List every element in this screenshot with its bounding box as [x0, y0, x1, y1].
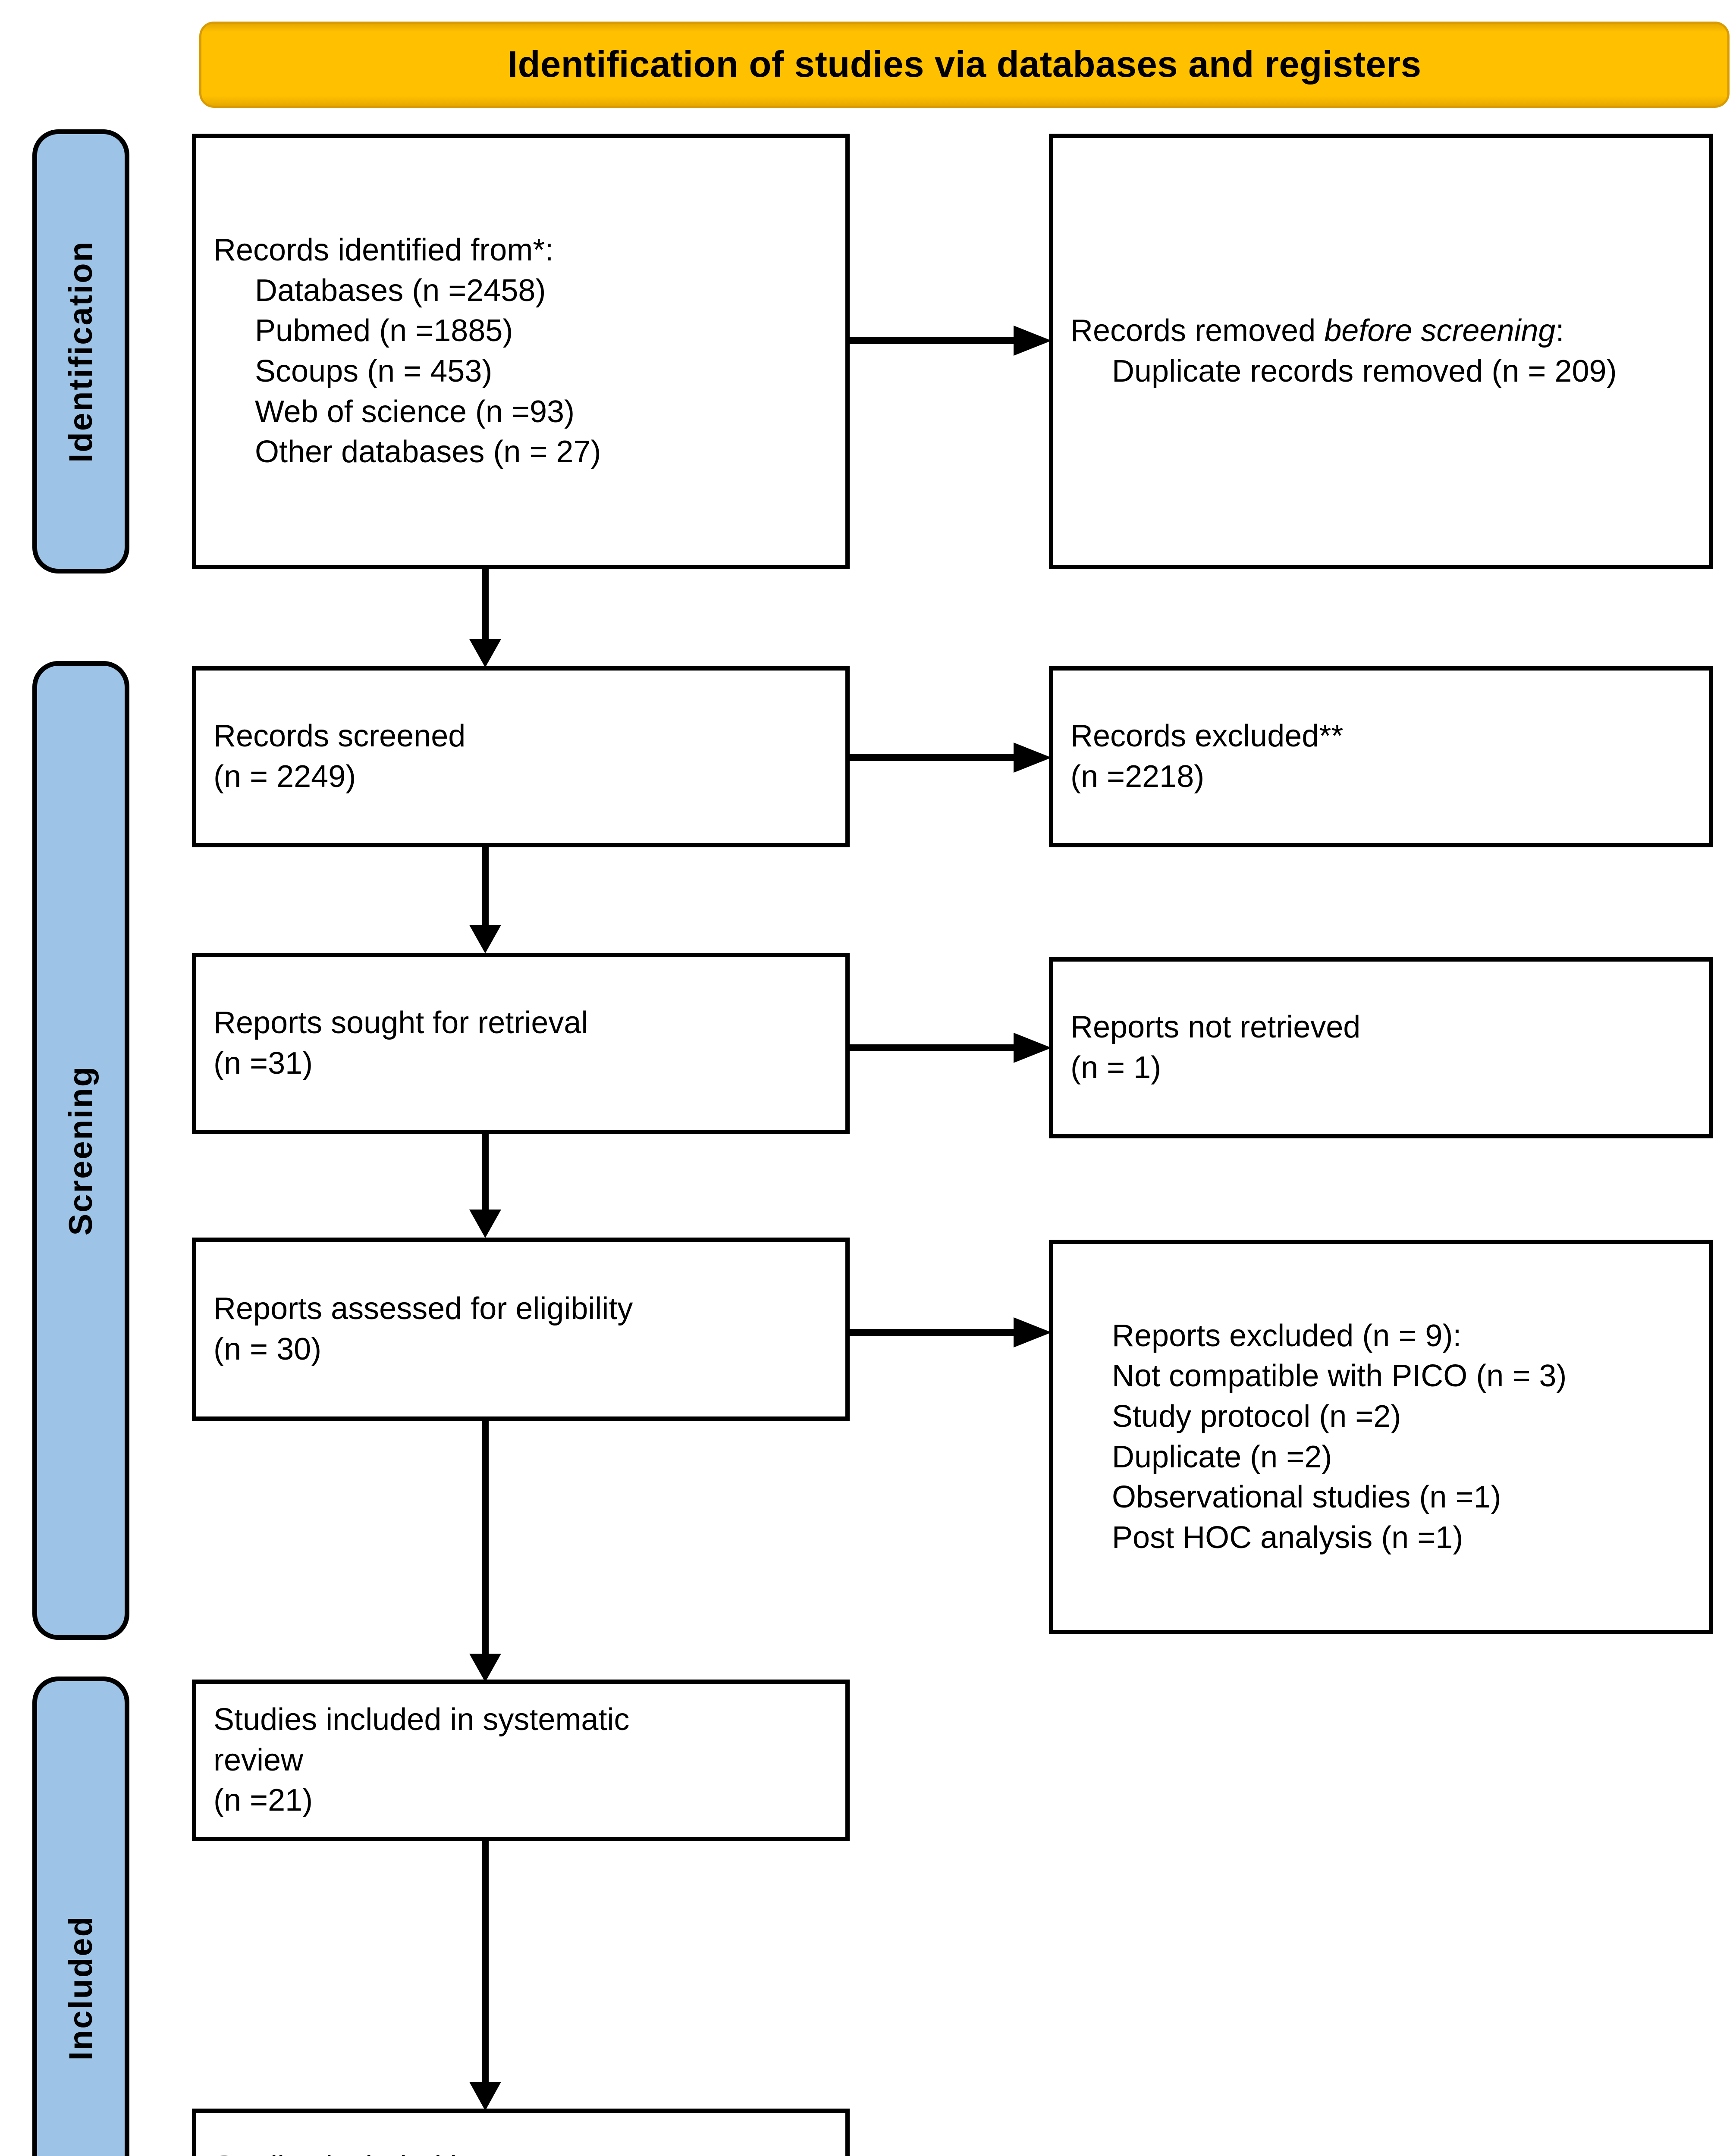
arrow-sought-to-not-retrieved — [845, 1028, 1055, 1067]
reports-assessed-label: Reports assessed for eligibility — [213, 1291, 633, 1326]
stage-label-screening: Screening — [32, 661, 129, 1640]
arrow-identified-to-screened — [466, 566, 505, 669]
stage-label-identification-text: Identification — [63, 240, 99, 463]
diagram-title: Identification of studies via databases … — [507, 44, 1422, 85]
reports-assessed-count: (n = 30) — [213, 1332, 322, 1366]
records-removed-heading: Records removed before screening: — [1070, 311, 1692, 351]
box-reports-not-retrieved: Reports not retrieved (n = 1) — [1049, 957, 1713, 1138]
box-reports-assessed-for-eligibility: Reports assessed for eligibility (n = 30… — [192, 1238, 850, 1421]
reports-sought-count: (n =31) — [213, 1046, 313, 1081]
records-screened-label: Records screened — [213, 719, 466, 754]
included-review-label-line2: review — [213, 1742, 304, 1777]
box-records-screened: Records screened (n = 2249) — [192, 666, 850, 847]
included-review-label-line1: Studies included in systematic — [213, 1702, 630, 1737]
box-records-removed-before-screening: Records removed before screening: Duplic… — [1049, 134, 1713, 569]
records-removed-heading-pre: Records removed — [1070, 313, 1325, 348]
records-screened-count: (n = 2249) — [213, 759, 356, 794]
reports-excluded-reason-pico: Not compatible with PICO (n = 3) — [1112, 1359, 1567, 1394]
records-identified-heading: Records identified from*: — [213, 233, 554, 268]
included-meta-label-line1: Studies included in meta- — [213, 2147, 828, 2156]
box-studies-included-systematic-review: Studies included in systematic review (n… — [192, 1680, 850, 1841]
records-removed-heading-emphasis: before screening — [1324, 313, 1556, 348]
stage-label-included: Included — [32, 1677, 129, 2156]
arrow-screened-to-sought — [466, 845, 505, 955]
box-reports-excluded-reasons: Reports excluded (n = 9): Not compatible… — [1049, 1240, 1713, 1634]
records-identified-item-pubmed: Pubmed (n =1885) — [255, 313, 513, 348]
diagram-header-banner: Identification of studies via databases … — [199, 22, 1730, 108]
included-review-count: (n =21) — [213, 1783, 313, 1818]
reports-excluded-reason-duplicate: Duplicate (n =2) — [1112, 1439, 1332, 1474]
records-excluded-count: (n =2218) — [1070, 759, 1205, 794]
box-studies-included-meta-analysis: Studies included in meta- analysis (n =1… — [192, 2109, 850, 2156]
arrow-sought-to-assessed — [466, 1132, 505, 1240]
arrow-included-review-to-meta-analysis — [466, 1839, 505, 2113]
reports-excluded-reason-post-hoc: Post HOC analysis (n =1) — [1112, 1520, 1463, 1555]
reports-excluded-heading: Reports excluded (n = 9): — [1112, 1318, 1462, 1353]
stage-label-included-text: Included — [63, 1915, 99, 2061]
reports-excluded-reason-observational: Observational studies (n =1) — [1112, 1480, 1501, 1515]
arrow-assessed-to-reports-excluded — [845, 1313, 1055, 1352]
reports-sought-label: Reports sought for retrieval — [213, 1006, 588, 1040]
reports-not-retrieved-count: (n = 1) — [1070, 1050, 1162, 1085]
arrow-screened-to-excluded — [845, 738, 1055, 777]
box-records-excluded: Records excluded** (n =2218) — [1049, 666, 1713, 847]
reports-not-retrieved-label: Reports not retrieved — [1070, 1010, 1361, 1045]
records-identified-item-web-of-science: Web of science (n =93) — [255, 394, 575, 429]
records-removed-heading-post: : — [1555, 313, 1564, 348]
records-identified-item-databases: Databases (n =2458) — [255, 273, 546, 308]
stage-label-screening-text: Screening — [63, 1065, 99, 1236]
records-identified-item-other-databases: Other databases (n = 27) — [255, 435, 601, 470]
reports-excluded-reason-study-protocol: Study protocol (n =2) — [1112, 1399, 1401, 1434]
box-reports-sought-for-retrieval: Reports sought for retrieval (n =31) — [192, 953, 850, 1134]
arrow-assessed-to-included-review — [466, 1419, 505, 1684]
records-removed-item-duplicates: Duplicate records removed (n = 209) — [1112, 354, 1617, 389]
stage-label-identification: Identification — [32, 129, 129, 573]
records-excluded-label: Records excluded** — [1070, 719, 1344, 754]
arrow-identified-to-removed — [845, 321, 1055, 360]
records-identified-item-scopus: Scoups (n = 453) — [255, 354, 493, 389]
box-records-identified: Records identified from*: Databases (n =… — [192, 134, 850, 569]
